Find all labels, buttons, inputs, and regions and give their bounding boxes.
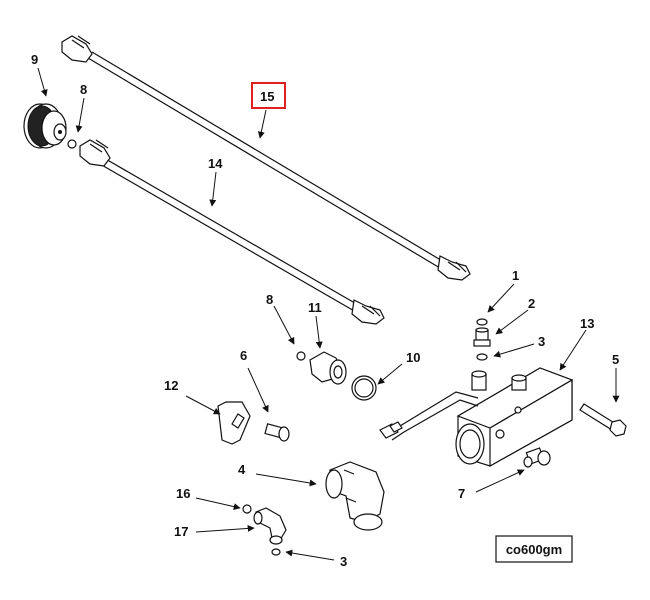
callout-12[interactable]: 12 bbox=[164, 378, 178, 393]
part-3-oring-lower[interactable] bbox=[271, 548, 281, 556]
part-16-oring[interactable] bbox=[242, 504, 252, 514]
callout-8-lower[interactable]: 8 bbox=[266, 292, 273, 307]
part-5-bolt[interactable] bbox=[579, 403, 627, 437]
callout-7[interactable]: 7 bbox=[458, 486, 465, 501]
callout-10[interactable]: 10 bbox=[406, 350, 420, 365]
part-1-cap[interactable] bbox=[476, 318, 488, 326]
callout-1[interactable]: 1 bbox=[512, 268, 519, 283]
callout-15[interactable]: 15 bbox=[260, 89, 274, 104]
callout-11[interactable]: 11 bbox=[308, 300, 322, 315]
callout-2[interactable]: 2 bbox=[528, 296, 535, 311]
part-3-oring-upper[interactable] bbox=[476, 353, 488, 361]
part-10-oring[interactable] bbox=[351, 375, 377, 401]
callout-3-lower[interactable]: 3 bbox=[340, 554, 347, 569]
part-8-oring-lower[interactable] bbox=[296, 351, 306, 361]
callout-13[interactable]: 13 bbox=[580, 316, 594, 331]
callout-9[interactable]: 9 bbox=[31, 52, 38, 67]
callout-14[interactable]: 14 bbox=[208, 156, 223, 171]
hose-14[interactable] bbox=[79, 139, 385, 325]
part-2-fitting[interactable] bbox=[473, 327, 491, 347]
part-8-oring-upper[interactable] bbox=[67, 139, 77, 149]
highlight-box-15 bbox=[251, 82, 286, 109]
part-12-bracket[interactable] bbox=[217, 401, 251, 445]
callout-4[interactable]: 4 bbox=[238, 462, 246, 477]
callout-16[interactable]: 16 bbox=[176, 486, 190, 501]
part-4-elbow[interactable] bbox=[325, 461, 385, 531]
leader-lines bbox=[37, 67, 620, 561]
part-9-cap[interactable] bbox=[23, 103, 67, 149]
part-13-valve-block[interactable] bbox=[379, 367, 574, 468]
part-17-small-elbow[interactable] bbox=[253, 507, 287, 545]
part-6-plug[interactable] bbox=[264, 423, 290, 442]
callout-6[interactable]: 6 bbox=[240, 348, 247, 363]
hose-15[interactable] bbox=[61, 35, 471, 281]
callout-8-upper[interactable]: 8 bbox=[80, 82, 87, 97]
callout-5[interactable]: 5 bbox=[612, 352, 619, 367]
part-7-fitting[interactable] bbox=[523, 447, 551, 468]
drawing-code-label: co600gm bbox=[495, 535, 573, 563]
callout-3-upper[interactable]: 3 bbox=[538, 334, 545, 349]
part-11-adapter[interactable] bbox=[309, 351, 347, 385]
drawing-code-text: co600gm bbox=[506, 542, 562, 557]
callout-17[interactable]: 17 bbox=[174, 524, 188, 539]
